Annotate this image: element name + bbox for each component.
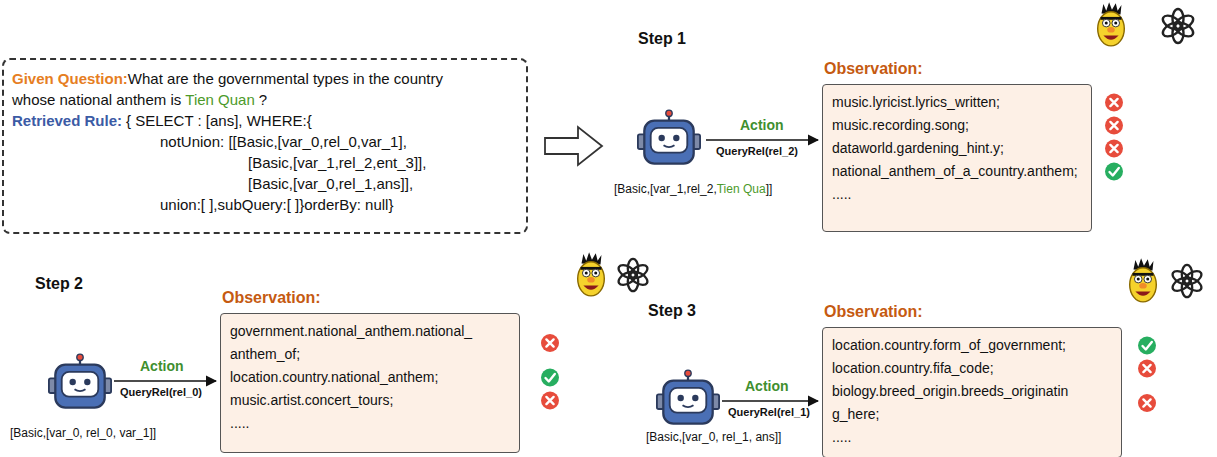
action-label-group: Action [140, 358, 184, 374]
relation-text: government.national_anthem.national_ ant… [230, 320, 510, 366]
query-label-group: QueryRel(rel_2) [716, 145, 798, 157]
relation-text: music.lyricist.lyrics_written; [832, 91, 1082, 114]
triple-label: [Basic,[var_1,rel_2, [614, 182, 717, 196]
action-label-group: Action [740, 117, 784, 133]
robot-icon [638, 110, 700, 163]
query-label: QueryRel(rel_1) [728, 406, 810, 418]
question-text: What are the governmental types in the c… [128, 70, 443, 87]
cross-icon [1105, 94, 1123, 112]
triple-label-group: [Basic,[var_0, rel_1, ans]] [646, 430, 781, 444]
relation-text: ..... [832, 426, 1112, 449]
check-icon [1138, 337, 1156, 355]
cross-icon [1138, 360, 1156, 378]
relation-text: location.country.national_anthem; [230, 366, 510, 389]
observation-heading: Observation: [222, 289, 321, 307]
robot-icon [49, 354, 111, 407]
action-arrow [722, 400, 818, 402]
relation-text: location.country.fifa_code; [832, 357, 1112, 380]
rule-text: [Basic,[var_1,rel_2,ent_3]], [248, 154, 426, 171]
query-label: QueryRel(rel_2) [716, 145, 798, 157]
rule-text: notUnion: [[Basic,[var_0,rel_0,var_1], [160, 133, 407, 150]
relation-text: music.recording.song; [832, 114, 1082, 137]
relation-text: ..... [832, 183, 1082, 206]
observation-heading: Observation: [824, 60, 923, 78]
action-label: Action [740, 117, 784, 133]
action-label: Action [745, 378, 789, 394]
observation-box: Observation:government.national_anthem.n… [220, 313, 520, 453]
relation-text: location.country.form_of_government; [832, 334, 1112, 357]
triple-label: [Basic,[var_0, rel_1, ans]] [646, 430, 781, 444]
action-arrow [706, 139, 818, 141]
action-label: Action [140, 358, 184, 374]
action-arrow [114, 380, 216, 382]
rule-label: Retrieved Rule: [12, 112, 122, 129]
rule-text: { SELECT : [ans], WHERE:{ [126, 112, 312, 129]
query-label-group: QueryRel(rel_0) [120, 386, 202, 398]
rule-text: union:[ ],subQuery:[ ]}orderBy: null} [160, 196, 393, 213]
openai-logo [1170, 265, 1203, 297]
question-box: Given Question:What are the governmental… [2, 58, 528, 234]
cross-icon [1138, 394, 1156, 412]
observation-box: Observation:music.lyricist.lyrics_writte… [822, 84, 1092, 232]
relation-text: ..... [230, 412, 510, 435]
triple-label: ]] [766, 182, 773, 196]
step-label-group: Step 2 [35, 275, 83, 293]
cross-icon [541, 334, 559, 352]
cross-icon [541, 392, 559, 410]
question-label: Given Question: [12, 70, 128, 87]
bert-logo [578, 252, 605, 296]
step-label: Step 1 [638, 30, 686, 47]
cross-icon [1105, 140, 1123, 158]
robot-icon [657, 370, 719, 423]
rule-text: [Basic,[var_0,rel_1,ans]], [248, 175, 413, 192]
relation-text: dataworld.gardening_hint.y; [832, 137, 1082, 160]
relation-text: biology.breed_origin.breeds_originatin g… [832, 380, 1112, 426]
relation-text: national_anthem_of_a_country.anthem; [832, 160, 1082, 183]
query-label: QueryRel(rel_0) [120, 386, 202, 398]
triple-label-group: [Basic,[var_0, rel_0, var_1]] [10, 426, 156, 440]
hollow-arrow [545, 127, 602, 165]
openai-logo [616, 259, 649, 291]
query-label-group: QueryRel(rel_1) [728, 406, 810, 418]
check-icon [541, 369, 559, 387]
action-label-group: Action [745, 378, 789, 394]
observation-box: Observation:location.country.form_of_gov… [822, 327, 1122, 457]
relation-text: music.artist.concert_tours; [230, 389, 510, 412]
question-text: ? [259, 91, 267, 108]
entity-text: Tien Quan [185, 91, 255, 108]
step-label-group: Step 3 [648, 302, 696, 320]
openai-logo [1161, 9, 1196, 43]
check-icon [1105, 163, 1123, 181]
bert-logo [1098, 2, 1125, 46]
triple-label: Tien Qua [717, 182, 766, 196]
step-label-group: Step 1 [638, 30, 686, 48]
triple-label-group: [Basic,[var_1,rel_2,Tien Qua]] [614, 182, 772, 196]
observation-heading: Observation: [824, 303, 923, 321]
question-text: whose national anthem is [12, 91, 181, 108]
step-label: Step 2 [35, 275, 83, 292]
cross-icon [1105, 117, 1123, 135]
triple-label: [Basic,[var_0, rel_0, var_1]] [10, 426, 156, 440]
step-label: Step 3 [648, 302, 696, 319]
bert-logo [1130, 258, 1157, 302]
